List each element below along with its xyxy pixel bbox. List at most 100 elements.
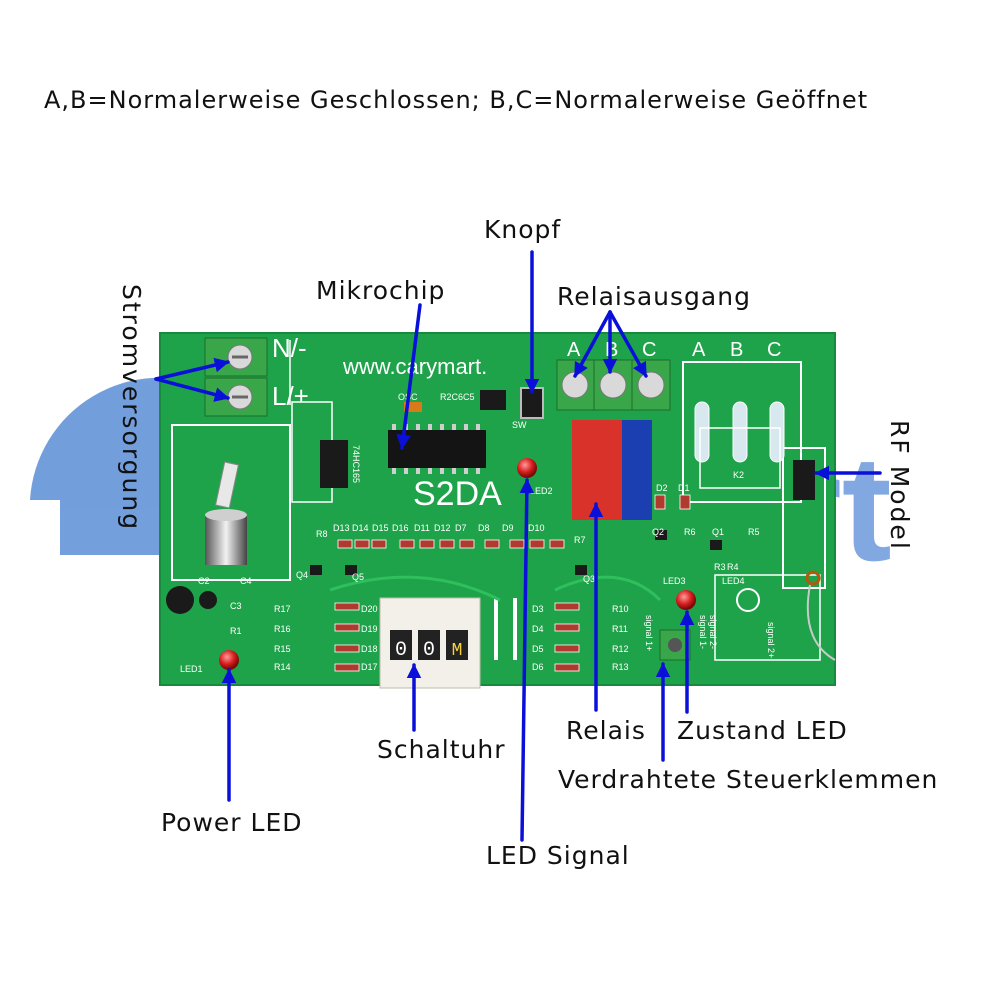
diode-label: D18 [361, 644, 378, 654]
diode-label: D17 [361, 662, 378, 672]
component-label: R1 [230, 626, 242, 636]
slot-terminal-c: C [767, 339, 781, 361]
silk-k2: K2 [733, 470, 744, 480]
diode-label: D7 [455, 523, 467, 533]
callout-arrows [154, 250, 882, 842]
terminal-label-n: N/- [272, 333, 307, 363]
led-power [219, 650, 239, 670]
timer-digit: M [452, 641, 463, 661]
diode-label: D19 [361, 624, 378, 634]
resistor-label: R14 [274, 662, 291, 672]
arrow-relais-c [608, 310, 648, 378]
label-knopf: Knopf [484, 215, 562, 244]
silk-signal2-plus: signal 2+ [766, 622, 776, 658]
pcb-board: 0 0 M N/- L/+ www.carymart. S2DA A B C A… [159, 332, 836, 689]
arrow-led-signal [519, 478, 535, 842]
component-label: C3 [230, 601, 242, 611]
component-label: R8 [316, 529, 328, 539]
relay-terminal-c: C [642, 339, 656, 361]
label-relaisausgang: Relaisausgang [557, 282, 751, 311]
component-label: R4 [727, 562, 739, 572]
diode-label: D8 [478, 523, 490, 533]
silk-sw: SW [512, 420, 527, 430]
resistor-label: R16 [274, 624, 291, 634]
arrow-strom-l [154, 377, 230, 402]
diode-label: D11 [414, 523, 430, 533]
power-terminal-block [204, 337, 268, 417]
label-rf-model: RF Model [885, 420, 914, 551]
component-label: Q1 [712, 527, 724, 537]
component-label: Q4 [296, 570, 308, 580]
resistor-label: R13 [612, 662, 629, 672]
timer-digit: 0 [395, 639, 407, 662]
terminal-label-l: L/+ [272, 381, 309, 411]
silk-led4: LED4 [722, 576, 745, 586]
arrow-relais-a [573, 310, 612, 378]
component-label: C2 [198, 576, 210, 586]
resistor-label: R17 [274, 604, 291, 614]
silk-r2c6c5: R2C6C5 [440, 392, 475, 402]
label-mikrochip: Mikrochip [316, 276, 446, 305]
component-label: C4 [240, 576, 252, 586]
timer-switch: 0 0 M [379, 597, 481, 689]
slot-terminal-a: A [692, 339, 706, 361]
relay [572, 420, 652, 520]
silk-signal-plus: signal 1+ [644, 615, 654, 651]
relay-output-terminal-block [556, 359, 671, 411]
label-power-led: Power LED [161, 808, 303, 837]
diode-label: D14 [352, 523, 369, 533]
diode-label: D20 [361, 604, 378, 614]
label-verdrahtete-steuerklemmen: Verdrahtete Steuerklemmen [558, 765, 939, 794]
diode-label: D10 [528, 523, 545, 533]
capacitor [205, 509, 247, 565]
slot-terminal-b: B [730, 339, 743, 361]
relay-terminal-a: A [567, 339, 581, 361]
silk-signal-minus: signal 1- [698, 615, 708, 649]
led-signal [517, 458, 537, 478]
silk-led1: LED1 [180, 664, 203, 674]
board-model: S2DA [413, 475, 502, 513]
component-label: R6 [684, 527, 696, 537]
silk-74hc165: 74HC165 [351, 445, 361, 483]
resistor-label: R11 [612, 624, 628, 634]
component-label: Q5 [352, 572, 364, 582]
diode-label: D5 [532, 644, 544, 654]
component-label: D2 [656, 483, 668, 493]
diode-label: D15 [372, 523, 389, 533]
silk-led3: LED3 [663, 576, 686, 586]
component-label: R7 [574, 535, 586, 545]
diode-label: D9 [502, 523, 514, 533]
component-label: Q3 [583, 574, 595, 584]
diode-label: D13 [333, 523, 350, 533]
page-heading: A,B=Normalerweise Geschlossen; B,C=Norma… [44, 86, 869, 114]
label-zustand-led: Zustand LED [677, 716, 848, 745]
resistor-label: R15 [274, 644, 291, 654]
diode-label: D12 [434, 523, 451, 533]
component-label: Q2 [652, 527, 664, 537]
silk-signal2-minus: signal 2- [708, 615, 718, 649]
timer-digit: 0 [423, 639, 435, 662]
diode-label: D4 [532, 624, 544, 634]
resistor-label: R12 [612, 644, 629, 654]
led-status [676, 590, 696, 610]
label-schaltuhr: Schaltuhr [377, 735, 506, 764]
component-label: D1 [678, 483, 690, 493]
arrow-mikrochip [396, 303, 422, 450]
component-label: R5 [748, 527, 760, 537]
silk-led2: LED2 [530, 486, 553, 496]
diode-label: D6 [532, 662, 544, 672]
diode-label: D16 [392, 523, 409, 533]
label-led-signal: LED Signal [486, 841, 630, 870]
label-relais: Relais [566, 716, 646, 745]
diode-label: D3 [532, 604, 544, 614]
resistor-label: R10 [612, 604, 629, 614]
arrow-strom-n [154, 357, 230, 381]
label-stromversorgung: Stromversorgung [117, 284, 146, 532]
